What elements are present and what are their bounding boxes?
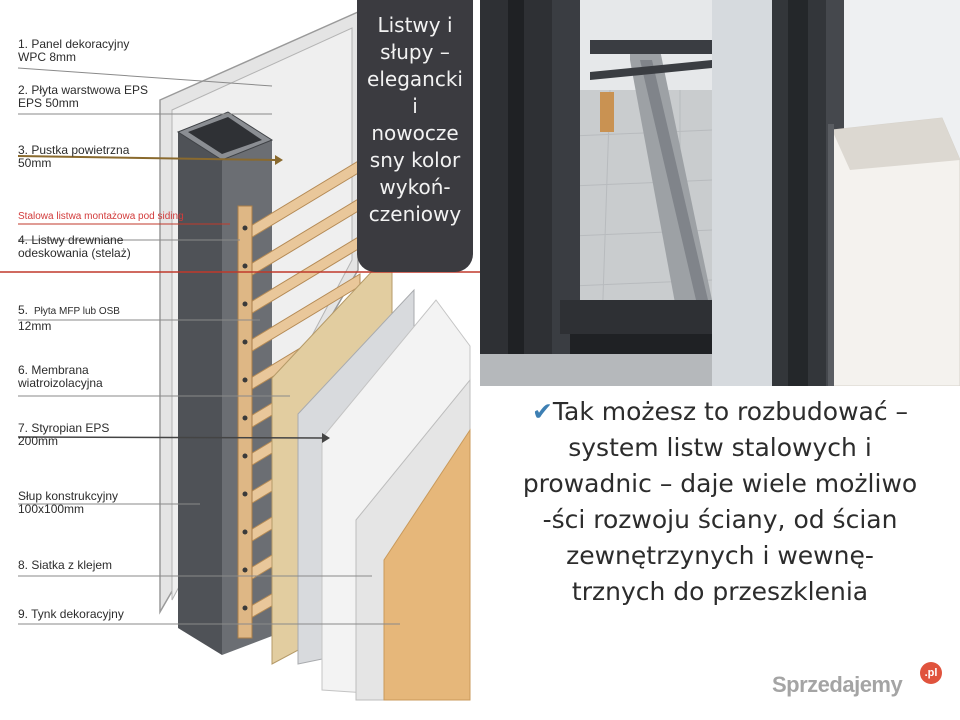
- wall-layers-diagram: 1. Panel dekoracyjny WPC 8mm 2. Płyta wa…: [0, 0, 480, 701]
- callout-steel-batten: Stalowa listwa montażowa pod siding: [18, 211, 184, 222]
- brown-callout-line: [17, 155, 276, 161]
- callout-membrane: 6. Membrana wiatroizolacyjna: [18, 363, 103, 390]
- vertical-batten: [237, 205, 253, 639]
- decorative-plaster: [383, 428, 471, 701]
- steel-frame-illustration: [480, 0, 712, 386]
- post-panel-illustration: [712, 0, 960, 386]
- callout-osb-thickness: 12mm: [18, 319, 52, 333]
- speech-bubble: Listwy i słupy – elegancki i nowocze sny…: [357, 0, 473, 272]
- steel-post-front: [178, 132, 222, 655]
- steel-frame-photo: [480, 0, 712, 386]
- checkmark-icon: ✔: [531, 397, 553, 426]
- callout-eps-panel: 2. Płyta warstwowa EPS EPS 50mm: [18, 83, 149, 110]
- description-panel: ✔Tak możesz to rozbudować – system listw…: [480, 386, 960, 720]
- callout-wpc-panel: 1. Panel dekoracyjny WPC 8mm: [18, 37, 130, 64]
- callout-mesh-glue: 8. Siatka z klejem: [18, 558, 113, 572]
- watermark-logo: Sprzedajemy: [772, 672, 903, 697]
- brown-arrow-head: [275, 155, 283, 165]
- screw-holes: [242, 225, 248, 611]
- watermark-badge: .pl: [920, 662, 942, 684]
- callout-osb-number: 5.: [18, 303, 29, 317]
- callout-air-gap: 3. Pustka powietrzna 50mm: [18, 143, 130, 170]
- leader-lines: [17, 67, 400, 625]
- callout-osb-board: Płyta MFP lub OSB: [34, 306, 120, 317]
- description-body: Tak możesz to rozbudować – system listw …: [522, 397, 918, 606]
- wall-illustration: [0, 10, 480, 701]
- description-text: ✔Tak możesz to rozbudować – system listw…: [480, 394, 960, 610]
- post-panel-photo: [712, 0, 960, 386]
- dark-callout-line: [17, 436, 323, 439]
- callout-wooden-battens: 4. Listwy drewniane odeskowania (stelaż): [18, 233, 131, 260]
- callout-structural-post: Słup konstrukcyjny 100x100mm: [18, 489, 119, 516]
- dark-arrow-head: [322, 433, 330, 443]
- steel-post-hollow: [188, 117, 262, 154]
- callout-eps-insulation: 7. Styropian EPS 200mm: [18, 421, 110, 448]
- callout-decorative-plaster: 9. Tynk dekoracyjny: [18, 607, 124, 621]
